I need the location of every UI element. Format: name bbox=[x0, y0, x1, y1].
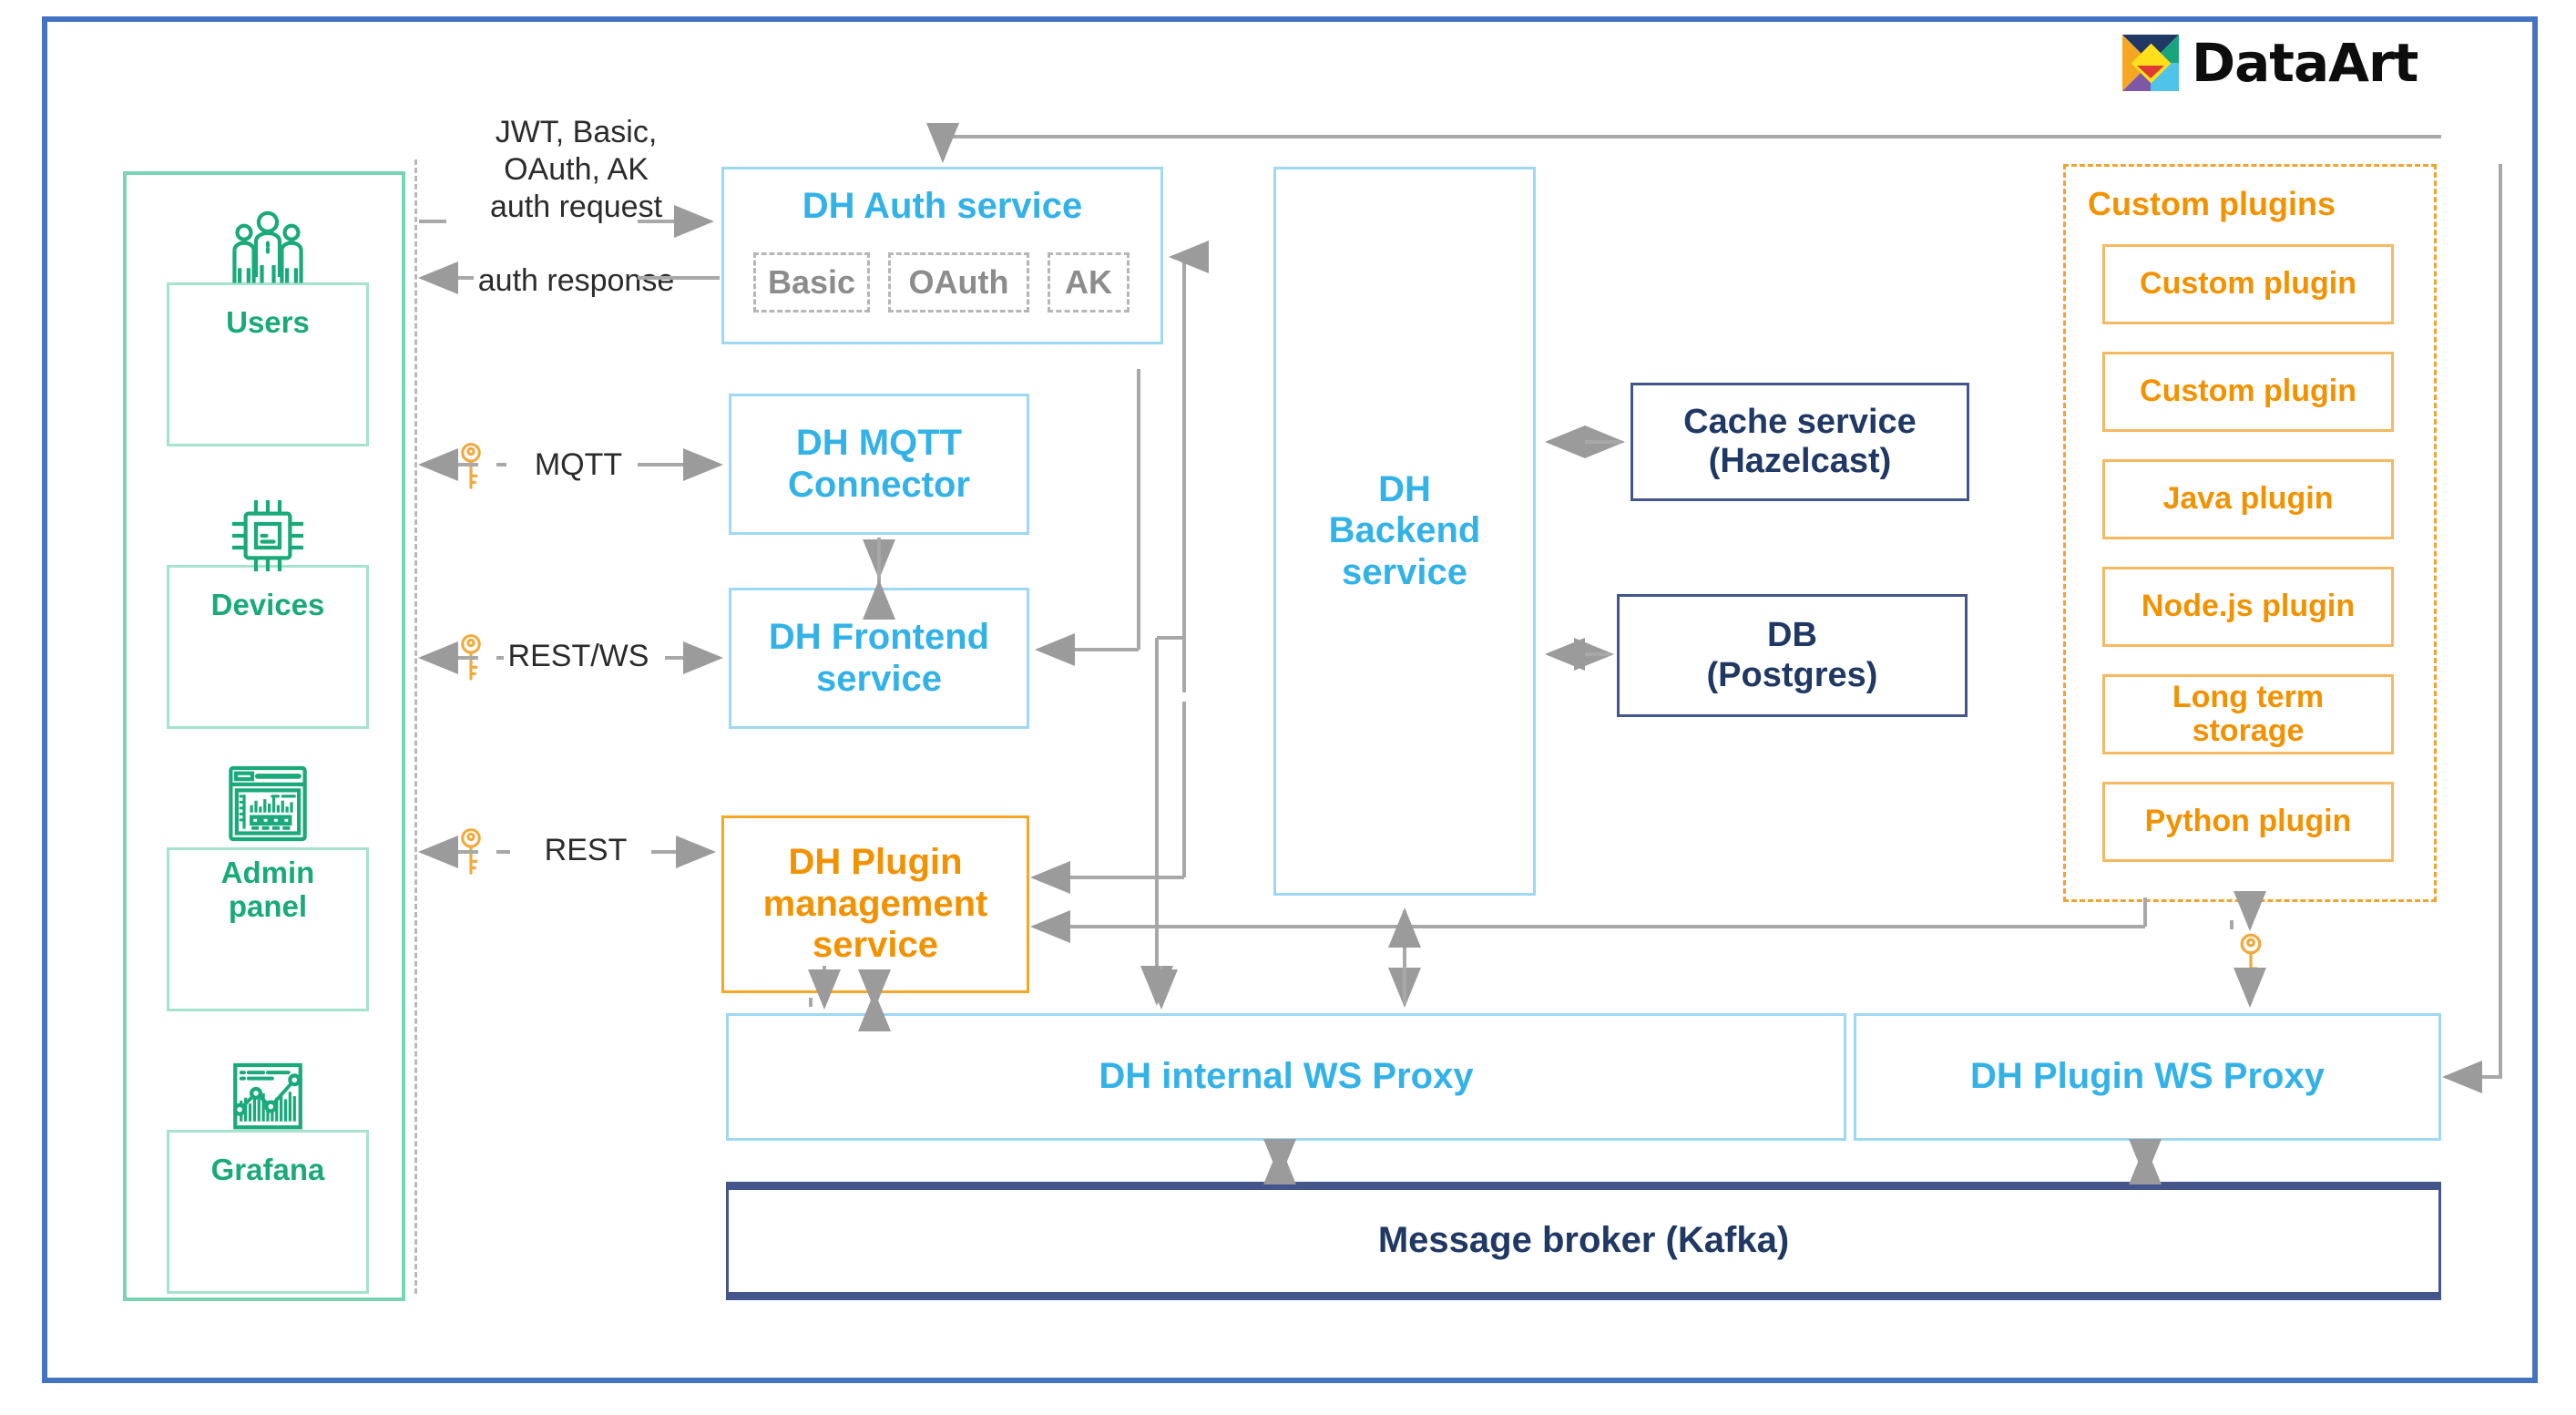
edge-label-auth-request: JWT, Basic, OAuth, AK auth request bbox=[489, 115, 663, 224]
auth-method-ak[interactable]: AK bbox=[1048, 252, 1130, 313]
dashboard-icon bbox=[229, 765, 307, 842]
custom-plugins-panel: Custom plugins Custom plugin Custom plug… bbox=[2063, 164, 2437, 902]
service-label-dh-backend: DH Backend service bbox=[1328, 468, 1481, 592]
client-card-admin-panel[interactable]: Admin panel bbox=[127, 740, 409, 1022]
plugin-label-python: Python plugin bbox=[2144, 804, 2352, 839]
dataart-logo: DataArt bbox=[2122, 35, 2418, 91]
plugin-label-custom-1: Custom plugin bbox=[2140, 266, 2356, 302]
edge-label-mqtt: MQTT bbox=[534, 447, 623, 482]
chip-icon bbox=[232, 500, 303, 571]
key-icon-rest bbox=[461, 828, 481, 875]
plugin-label-custom-2: Custom plugin bbox=[2140, 374, 2356, 409]
edge-label-auth-response: auth response bbox=[477, 263, 675, 298]
plugin-item-nodejs[interactable]: Node.js plugin bbox=[2102, 567, 2394, 647]
client-label-admin-panel: Admin panel bbox=[220, 856, 315, 923]
boundary-divider bbox=[414, 159, 417, 1294]
service-label-plugin-ws-proxy: DH Plugin WS Proxy bbox=[1970, 1056, 2325, 1097]
client-card-devices[interactable]: Devices bbox=[127, 457, 409, 740]
custom-plugins-title: Custom plugins bbox=[2088, 185, 2336, 222]
clients-panel: Users Devices bbox=[123, 171, 405, 1301]
users-icon bbox=[232, 210, 303, 283]
edge-label-rest: REST bbox=[544, 833, 628, 867]
service-box-dh-backend[interactable]: DH Backend service bbox=[1273, 167, 1536, 896]
service-box-db[interactable]: DB (Postgres) bbox=[1617, 594, 1968, 717]
service-label-dh-frontend: DH Frontend service bbox=[768, 616, 990, 699]
service-label-dh-auth: DH Auth service bbox=[802, 186, 1083, 226]
plugin-item-python[interactable]: Python plugin bbox=[2102, 782, 2394, 862]
chart-icon bbox=[233, 1062, 302, 1130]
auth-method-basic-label: Basic bbox=[767, 263, 856, 301]
plugin-item-custom-2[interactable]: Custom plugin bbox=[2102, 352, 2394, 432]
service-label-message-broker: Message broker (Kafka) bbox=[1377, 1220, 1790, 1261]
service-box-cache[interactable]: Cache service (Hazelcast) bbox=[1630, 383, 1969, 501]
service-label-cache: Cache service (Hazelcast) bbox=[1683, 402, 1917, 480]
edge-label-rest-ws: REST/WS bbox=[507, 639, 649, 673]
service-label-dh-mqtt-connector: DH MQTT Connector bbox=[788, 422, 970, 505]
plugin-label-java: Java plugin bbox=[2162, 481, 2334, 517]
client-label-devices: Devices bbox=[210, 588, 325, 621]
dataart-logo-mark bbox=[2122, 35, 2179, 91]
key-icon-plugin-ws bbox=[2240, 933, 2262, 983]
client-label-grafana: Grafana bbox=[210, 1153, 325, 1186]
auth-method-basic[interactable]: Basic bbox=[753, 252, 870, 313]
plugin-item-java[interactable]: Java plugin bbox=[2102, 459, 2394, 539]
client-label-users: Users bbox=[226, 305, 310, 339]
plugin-label-long-term-storage: Long term storage bbox=[2172, 679, 2325, 748]
auth-method-ak-label: AK bbox=[1065, 263, 1112, 301]
service-box-internal-ws-proxy[interactable]: DH internal WS Proxy bbox=[726, 1013, 1846, 1141]
plugin-item-custom-1[interactable]: Custom plugin bbox=[2102, 244, 2394, 324]
dataart-wordmark: DataArt bbox=[2192, 32, 2418, 94]
auth-method-oauth[interactable]: OAuth bbox=[888, 252, 1029, 313]
service-box-dh-plugin-management[interactable]: DH Plugin management service bbox=[721, 815, 1029, 993]
service-label-dh-plugin-management: DH Plugin management service bbox=[762, 842, 988, 966]
service-label-internal-ws-proxy: DH internal WS Proxy bbox=[1099, 1056, 1474, 1097]
service-label-db: DB (Postgres) bbox=[1706, 616, 1878, 694]
auth-method-oauth-label: OAuth bbox=[908, 263, 1009, 301]
client-card-grafana[interactable]: Grafana bbox=[127, 1022, 409, 1301]
service-box-message-broker[interactable]: Message broker (Kafka) bbox=[726, 1182, 2441, 1300]
key-icon-mqtt bbox=[461, 443, 481, 489]
plugin-label-nodejs: Node.js plugin bbox=[2141, 589, 2356, 624]
plugin-item-long-term-storage[interactable]: Long term storage bbox=[2102, 674, 2394, 754]
client-card-users[interactable]: Users bbox=[127, 175, 409, 457]
service-box-plugin-ws-proxy[interactable]: DH Plugin WS Proxy bbox=[1854, 1013, 2441, 1141]
key-icon-rest-ws bbox=[461, 634, 481, 681]
service-box-dh-frontend[interactable]: DH Frontend service bbox=[729, 588, 1029, 729]
service-box-dh-mqtt-connector[interactable]: DH MQTT Connector bbox=[729, 394, 1029, 535]
